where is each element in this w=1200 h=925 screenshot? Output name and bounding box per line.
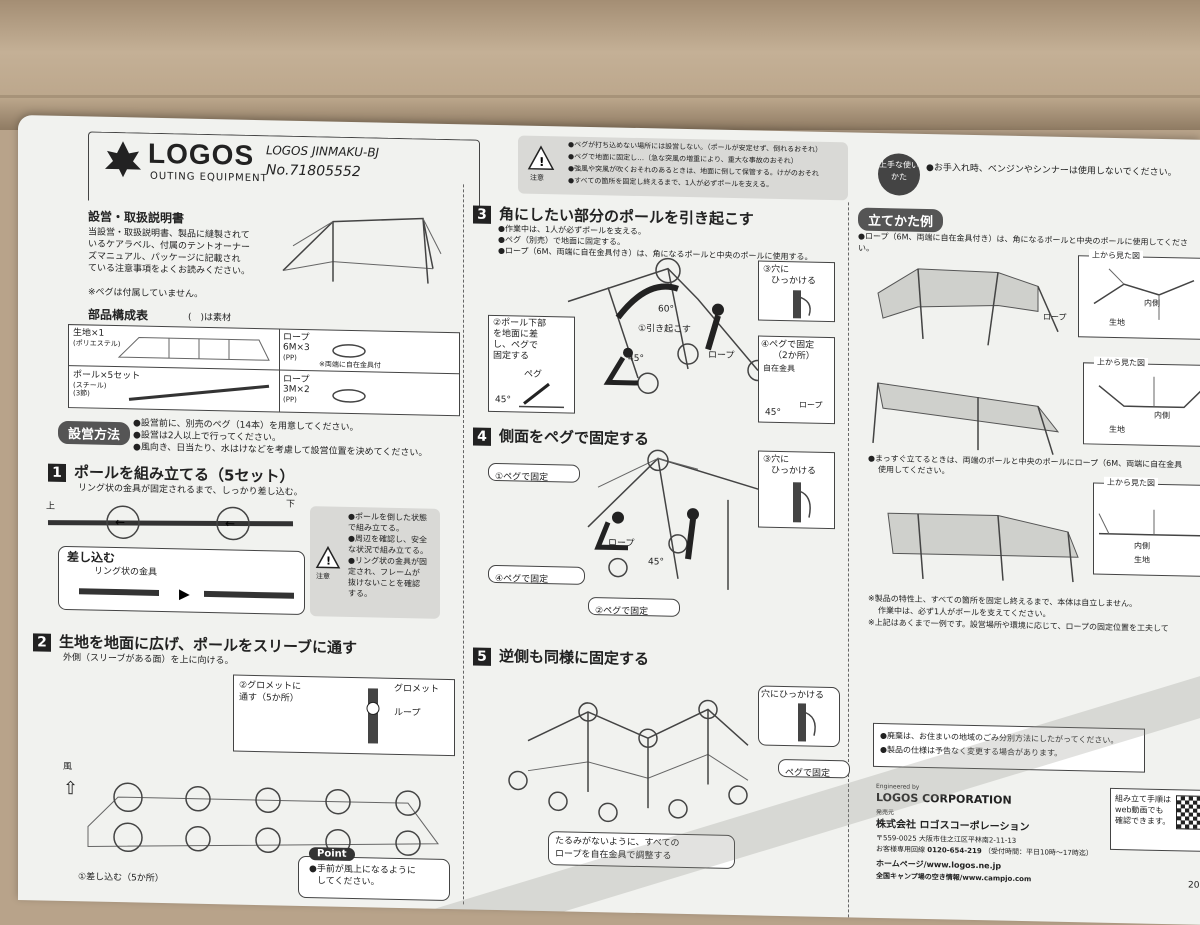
company-tel: お客様専用回線 0120-654-219 （受付時間：平日10時〜17時迄） <box>876 844 1093 858</box>
intro-note: ※ペグは付属していません。 <box>88 287 204 300</box>
parts-material-note: ( )は素材 <box>188 312 232 324</box>
svg-text:←: ← <box>115 515 125 529</box>
examples-heading: 立てかた例 <box>858 207 944 233</box>
svg-text:←: ← <box>225 516 235 530</box>
pole-bottom-box: ②ポール下部を地面に差し、ペグで固定する ペグ 45° <box>488 314 575 414</box>
step4-rope-label: ロープ <box>608 538 635 549</box>
year-label: 20 <box>1188 880 1200 891</box>
step2-desc: 外側（スリーブがある面）を上に向ける。 <box>63 652 234 667</box>
example1-illustration <box>877 268 1059 346</box>
angle-60-label: 60° <box>658 304 674 315</box>
intro-heading: 設営・取扱説明書 <box>88 209 185 226</box>
svg-text:!: ! <box>539 155 544 169</box>
step4-diagram <box>587 449 799 590</box>
raise-label: ①引き起こす <box>638 323 691 336</box>
company-jp: 株式会社 ロゴスコーポレーション <box>876 818 1030 834</box>
qr-code-icon[interactable] <box>1176 795 1200 830</box>
parts-heading: 部品構成表 <box>88 307 149 323</box>
svg-text:▶: ▶ <box>179 586 190 602</box>
tent-illustration <box>282 217 442 284</box>
top-view-1: 上から見た図 内側 生地 <box>1078 249 1200 340</box>
step5-diagram <box>508 699 749 823</box>
insert-detail-box: 差し込む リング状の金具 ▶ <box>58 545 305 616</box>
rope-label: ロープ <box>708 350 735 362</box>
svg-text:!: ! <box>326 554 331 567</box>
step1-caution-box: ! 注意 ●ポールを倒した状態で組み立てる。 ●周辺を確認し、安全な状況で組み立… <box>310 506 440 619</box>
instruction-sheet: LOGOS OUTING EQUIPMENT LOGOS JINMAKU-BJ … <box>18 115 1200 925</box>
company-camp: 全国キャンプ場の空き情報/www.campjo.com <box>876 871 1032 884</box>
step4-angle: 45° <box>648 557 664 568</box>
warning-icon: ! <box>315 545 341 569</box>
example3-illustration <box>887 512 1079 583</box>
column-divider-2 <box>848 202 849 923</box>
step5-hook-box: 穴にひっかける <box>758 685 840 748</box>
method-label: 設営方法 <box>58 420 131 446</box>
wind-label: 風 <box>63 761 73 773</box>
intro-text: 当設営・取扱説明書、製品に縫製されているケアラベル、付属のテントオーナーズマニュ… <box>88 227 251 277</box>
step5-note-box: たるみがないように、すべての ロープを自在金具で調整する <box>548 831 735 870</box>
top-view-3: 上から見た図 内側 生地 <box>1093 476 1200 578</box>
point-box: Point ●手前が風上になるように してください。 <box>298 847 450 902</box>
step4-hook-box: ③穴に ひっかける <box>758 450 835 530</box>
peg-fix-box: ④ペグで固定 （2か所） 自在金具 ロープ 45° <box>758 335 835 425</box>
angle-45-label: 45° <box>628 353 644 365</box>
fabric-layout-diagram <box>87 782 439 856</box>
step5-peg-label: ペグで固定 <box>778 758 850 779</box>
example-remarks: ※製品の特性上、すべての箇所を固定し終えるまで、本体は自立しません。作業中は、必… <box>868 593 1169 634</box>
pole-diagram: ←← <box>47 505 294 541</box>
step3-notes: ●作業中は、1人が必ずポールを支える。●ペグ（別売）で地面に固定する。●ロープ（… <box>498 224 813 262</box>
leaf-icon <box>105 141 141 178</box>
grommet-detail-box: ②グロメットに 通す（5か所） グロメット ループ <box>233 674 455 757</box>
example-rope-label: ロープ <box>1043 312 1067 322</box>
column-divider-1 <box>463 184 464 905</box>
warning-icon: ! <box>527 145 555 170</box>
product-name: LOGOS JINMAKU-BJ <box>266 143 380 160</box>
hook-box: ③穴に ひっかける <box>758 260 835 323</box>
company-web: ホームページ/www.logos.ne.jp <box>876 858 1002 871</box>
tips-badge: 上手な使いかた <box>878 153 920 196</box>
tent-fabric-background <box>0 0 1200 130</box>
peg1-label: ①ペグで固定 <box>488 462 580 483</box>
company-name: LOGOS CORPORATION <box>876 790 1012 807</box>
brand-logo: LOGOS <box>148 137 255 171</box>
example2-illustration <box>872 382 1060 455</box>
peg4-label: ④ペグで固定 <box>488 564 585 585</box>
step3-diagram <box>567 257 769 394</box>
top-caution-box: ! 注意 ●ペグが打ち込めない場所には設営しない。（ポールが安定せず、倒れるおそ… <box>518 135 848 201</box>
insert-five-label: ①差し込む（5か所） <box>78 872 164 885</box>
disposal-box: ●廃棄は、お住まいの地域のごみ分別方法にしたがってください。 ●製品の仕様は予告… <box>873 722 1145 773</box>
top-view-2: 上から見た図 内側 生地 <box>1083 356 1200 448</box>
peg2-label: ②ペグで固定 <box>588 596 680 617</box>
product-number: No.71805552 <box>266 162 361 181</box>
tips-text: ●お手入れ時、ベンジンやシンナーは使用しないでください。 <box>926 163 1177 179</box>
parts-table: 生地×1 (ポリエステル) ロープ 6M×3 (PP) ※両端に自在金具付 ポー… <box>68 324 460 417</box>
wind-arrow-icon: ⇧ <box>63 777 79 800</box>
prep-list: ●設営前に、別売のペグ（14本）を用意してください。●設営は2人以上で行ってくだ… <box>133 418 428 459</box>
engineered-label: Engineered by <box>876 782 920 791</box>
brand-tagline: OUTING EQUIPMENT <box>150 170 268 185</box>
